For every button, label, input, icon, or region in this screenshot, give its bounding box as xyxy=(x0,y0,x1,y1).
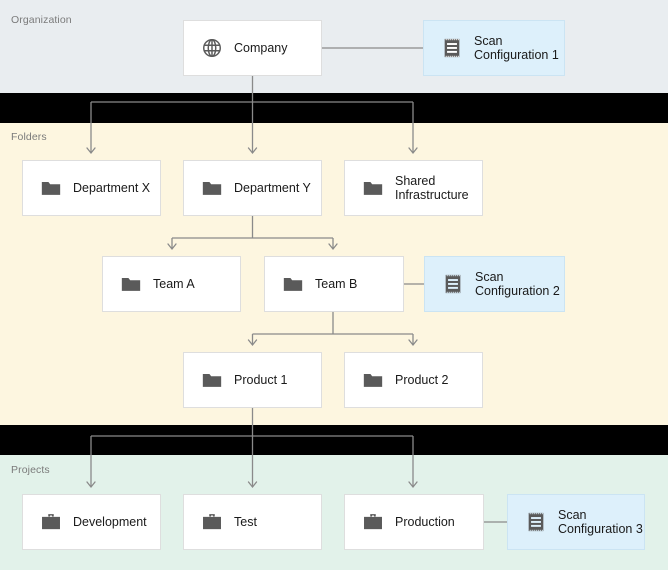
node-label: Team B xyxy=(315,276,358,291)
node-label: Scan Configuration 1 xyxy=(474,33,559,63)
node-label: Scan Configuration 2 xyxy=(475,269,560,299)
folder-icon xyxy=(202,374,222,387)
folder-icon xyxy=(363,182,383,195)
globe-icon xyxy=(203,39,221,57)
section-label-projects: Projects xyxy=(11,464,50,476)
node-department-x[interactable]: Department X xyxy=(22,160,161,216)
node-department-y[interactable]: Department Y xyxy=(183,160,322,216)
node-company[interactable]: Company xyxy=(183,20,322,76)
folder-icon xyxy=(202,182,222,195)
node-label: Test xyxy=(234,514,257,529)
folder-icon xyxy=(363,374,383,387)
node-shared-infrastructure[interactable]: Shared Infrastructure xyxy=(344,160,483,216)
receipt-perforation xyxy=(446,274,460,294)
folder-icon xyxy=(283,278,303,291)
node-label: Development xyxy=(73,514,147,529)
node-label: Production xyxy=(395,514,455,529)
receipt-icon xyxy=(445,274,461,294)
briefcase-icon xyxy=(364,514,382,530)
folder-icon xyxy=(41,182,61,195)
section-band-organization: Organization xyxy=(0,0,668,93)
node-production[interactable]: Production xyxy=(344,494,484,550)
section-label-folders: Folders xyxy=(11,131,47,143)
node-product-1[interactable]: Product 1 xyxy=(183,352,322,408)
section-label-organization: Organization xyxy=(11,14,72,26)
node-scan-configuration-3[interactable]: Scan Configuration 3 xyxy=(507,494,645,550)
node-label: Department Y xyxy=(234,180,311,195)
node-product-2[interactable]: Product 2 xyxy=(344,352,483,408)
node-label: Department X xyxy=(73,180,151,195)
folder-icon xyxy=(121,278,141,291)
node-development[interactable]: Development xyxy=(22,494,161,550)
receipt-icon xyxy=(444,38,460,58)
receipt-perforation xyxy=(445,38,459,58)
node-test[interactable]: Test xyxy=(183,494,322,550)
receipt-perforation xyxy=(529,512,543,532)
node-label: Scan Configuration 3 xyxy=(558,507,643,537)
node-label: Product 1 xyxy=(234,372,288,387)
node-label: Product 2 xyxy=(395,372,449,387)
briefcase-icon xyxy=(203,514,221,530)
receipt-icon xyxy=(528,512,544,532)
node-label: Team A xyxy=(153,276,195,291)
node-scan-configuration-2[interactable]: Scan Configuration 2 xyxy=(424,256,565,312)
node-label: Company xyxy=(234,40,288,55)
node-scan-configuration-1[interactable]: Scan Configuration 1 xyxy=(423,20,565,76)
briefcase-icon xyxy=(42,514,60,530)
node-team-a[interactable]: Team A xyxy=(102,256,241,312)
node-label: Shared Infrastructure xyxy=(395,173,469,203)
node-team-b[interactable]: Team B xyxy=(264,256,404,312)
